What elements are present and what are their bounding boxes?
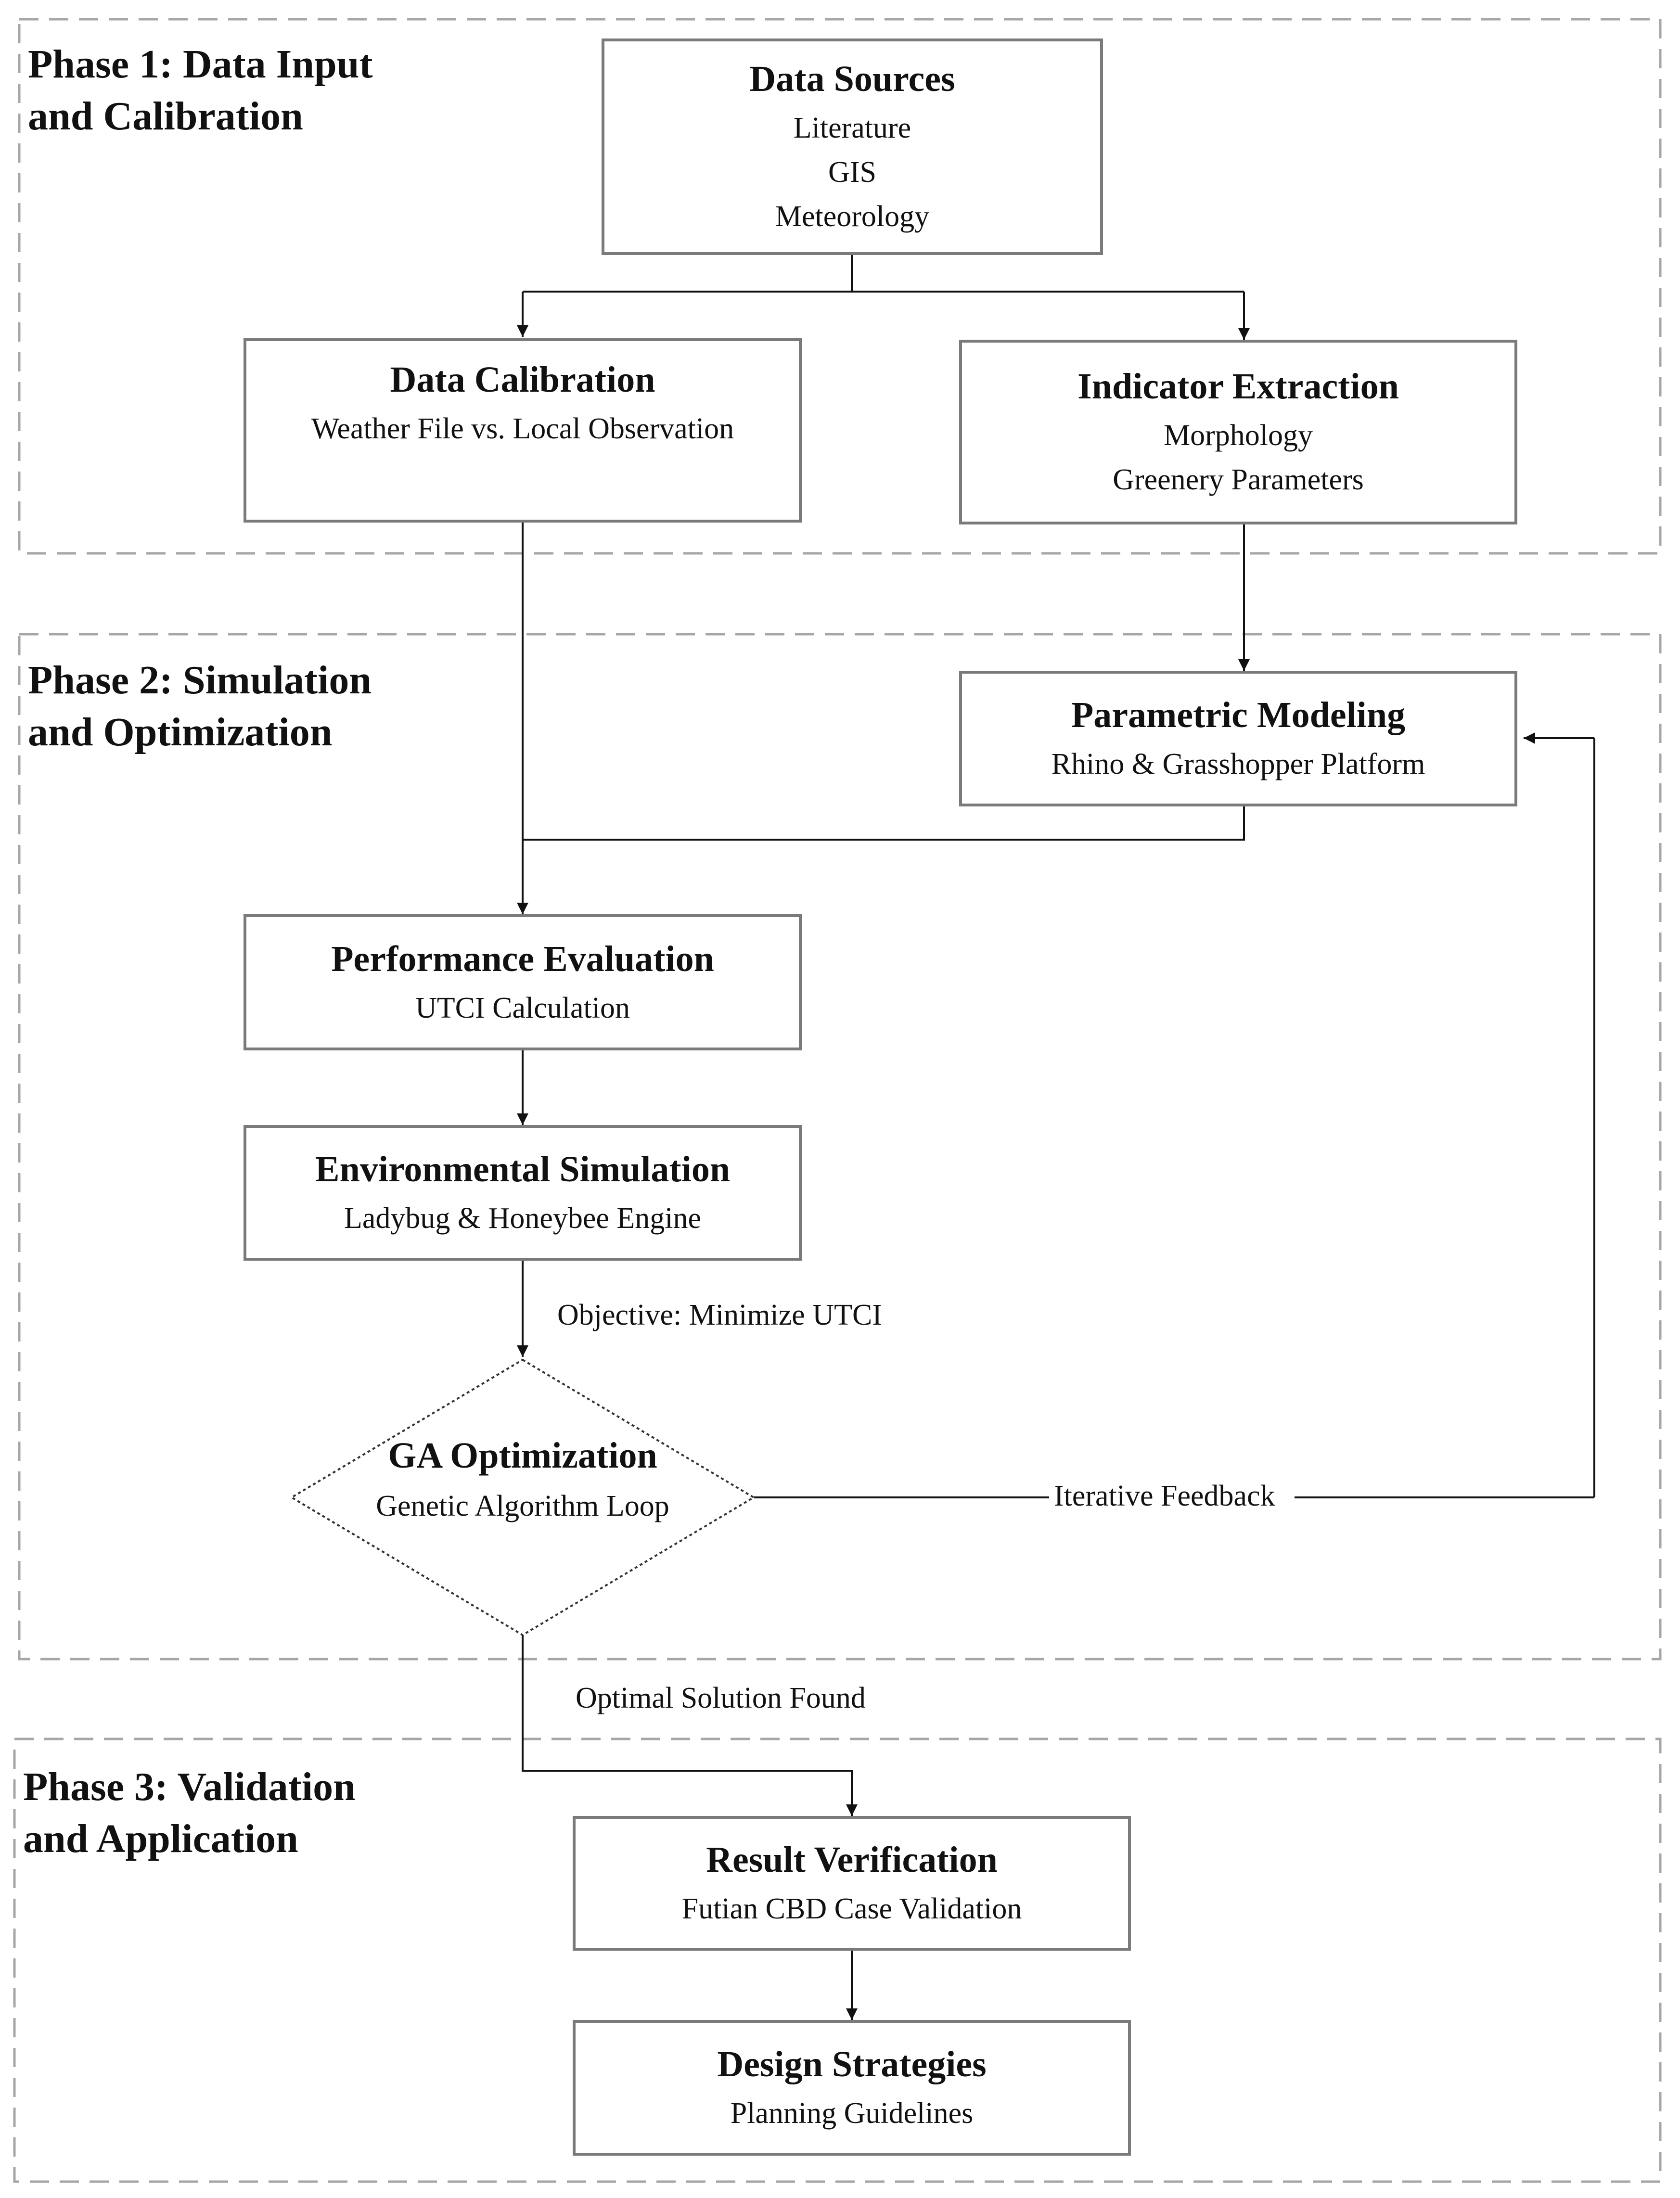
node-title: Parametric Modeling	[1071, 695, 1406, 735]
node-ga-optimization: GA Optimization Genetic Algorithm Loop	[330, 1429, 715, 1530]
node-title: Indicator Extraction	[1077, 366, 1399, 407]
phase-3-title: Phase 3: Validation and Application	[23, 1764, 356, 1861]
phase-2-frame	[18, 633, 1662, 1661]
node-line: Genetic Algorithm Loop	[376, 1490, 669, 1522]
edge-ga-to-verification	[522, 1635, 858, 1816]
node-line: Weather File vs. Local Observation	[311, 412, 734, 445]
node-design-strategies: Design Strategies Planning Guidelines	[573, 2020, 1131, 2156]
node-title: Data Calibration	[390, 359, 655, 400]
node-line: Futian CBD Case Validation	[681, 1892, 1022, 1925]
node-line: Literature	[793, 112, 911, 144]
node-result-verification: Result Verification Futian CBD Case Vali…	[573, 1816, 1131, 1951]
node-line: Rhino & Grasshopper Platform	[1051, 748, 1425, 780]
phase-2-title: Phase 2: Simulation and Optimization	[28, 658, 372, 754]
node-line: GIS	[828, 156, 876, 189]
edge-label-objective: Objective: Minimize UTCI	[557, 1299, 882, 1331]
edge-feedback-loop	[754, 732, 1595, 1498]
edge-label-feedback: Iterative Feedback	[1054, 1480, 1275, 1512]
node-line: Planning Guidelines	[730, 2097, 974, 2130]
node-title: Environmental Simulation	[315, 1149, 731, 1189]
node-parametric-modeling: Parametric Modeling Rhino & Grasshopper …	[959, 671, 1517, 806]
node-environmental-simulation: Environmental Simulation Ladybug & Honey…	[244, 1125, 802, 1261]
edge-sources-split	[517, 255, 1250, 340]
node-line: UTCI Calculation	[415, 991, 630, 1024]
phase-3-frame	[13, 1738, 1662, 2183]
node-performance-evaluation: Performance Evaluation UTCI Calculation	[244, 914, 802, 1050]
node-title: Design Strategies	[717, 2044, 987, 2084]
node-line: Meteorology	[775, 200, 930, 233]
node-line: Greenery Parameters	[1113, 463, 1364, 496]
node-line: Ladybug & Honeybee Engine	[344, 1202, 702, 1235]
node-title: GA Optimization	[388, 1435, 657, 1476]
node-indicator-extraction: Indicator Extraction Morphology Greenery…	[959, 340, 1517, 524]
node-title: Performance Evaluation	[331, 938, 714, 979]
edge-parametric-to-evaluation	[523, 806, 1245, 841]
node-title: Result Verification	[706, 1840, 998, 1880]
node-data-calibration: Data Calibration Weather File vs. Local …	[244, 338, 802, 523]
node-data-sources: Data Sources Literature GIS Meteorology	[602, 38, 1103, 255]
node-line: Morphology	[1164, 419, 1313, 452]
phase-1-title: Phase 1: Data Input and Calibration	[28, 42, 373, 139]
node-title: Data Sources	[749, 59, 955, 99]
edge-label-optimal: Optimal Solution Found	[576, 1682, 866, 1714]
phase-1-frame	[18, 18, 1662, 555]
